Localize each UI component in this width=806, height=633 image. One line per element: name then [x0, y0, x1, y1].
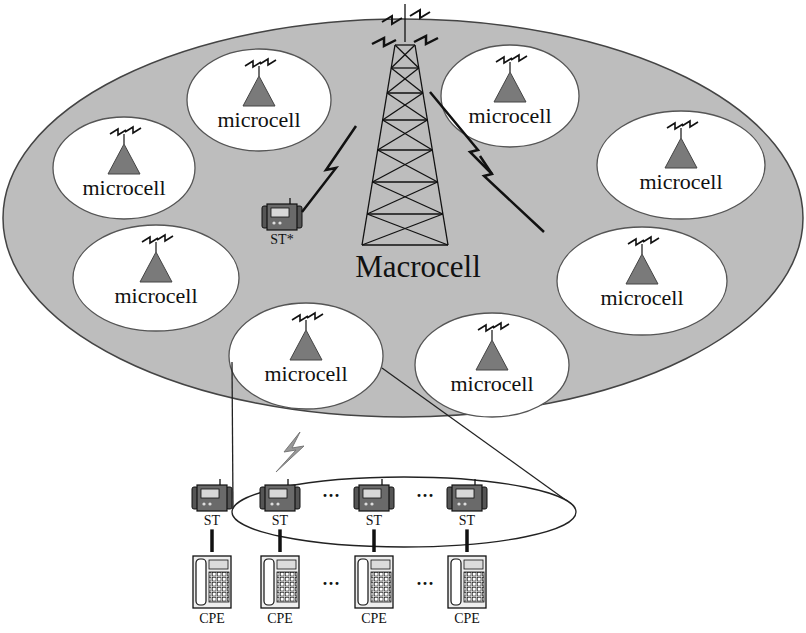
- device-label: CPE: [199, 611, 225, 626]
- cell-label: microcell: [468, 104, 551, 128]
- micro-outline: [414, 312, 570, 418]
- cell-label: microcell: [264, 362, 347, 386]
- microcell-ellipse: microcell: [556, 226, 728, 336]
- tower-mast: [404, 4, 405, 42]
- microcell-ellipse: microcell: [414, 312, 570, 418]
- ellipsis-mark: ···: [322, 486, 340, 507]
- microcell-ellipse: microcell: [228, 302, 384, 410]
- tower-strut: [378, 149, 433, 150]
- micro-outline: [228, 302, 384, 410]
- microcell-ellipse: microcell: [186, 48, 332, 152]
- tower-strut: [378, 150, 438, 182]
- cell-label: microcell: [114, 284, 197, 308]
- tower-strut: [387, 93, 427, 120]
- tower-strut: [372, 181, 437, 182]
- tower-strut: [391, 67, 419, 68]
- macro-tower: [362, 45, 448, 245]
- tower-strut: [387, 68, 419, 93]
- micro-outline: [556, 226, 728, 336]
- tower-strut: [372, 150, 432, 182]
- ellipsis-mark: ···: [416, 574, 434, 595]
- wire-connector: [465, 529, 469, 552]
- zoom-line: [232, 362, 233, 508]
- ellipsis-mark: ···: [416, 486, 434, 507]
- micro-outline: [186, 48, 332, 152]
- tower-strut: [383, 93, 423, 120]
- cell-label: microcell: [600, 286, 683, 310]
- device-label: ST: [459, 513, 475, 528]
- micro-outline: [596, 110, 766, 220]
- microcell-ellipse: microcell: [72, 224, 240, 332]
- cell-label: microcell: [639, 170, 722, 194]
- signal-mark: [414, 36, 438, 44]
- device-label: CPE: [361, 611, 387, 626]
- tower-strut: [395, 45, 419, 68]
- wire-connector: [372, 529, 376, 552]
- tower-strut: [367, 214, 448, 245]
- subscriber-terminal: ST: [190, 479, 234, 529]
- radio-link: [302, 126, 356, 212]
- tower-strut: [367, 213, 443, 214]
- device-label: CPE: [454, 611, 480, 626]
- tower-strut: [387, 92, 423, 93]
- region-label: Macrocell: [355, 250, 481, 284]
- micro-outline: [52, 116, 196, 220]
- customer-equipment: CPE: [442, 552, 492, 630]
- tower-strut: [372, 182, 442, 214]
- customer-equipment: CPE: [349, 552, 399, 630]
- device-label: ST: [272, 513, 288, 528]
- signal-mark: [372, 38, 396, 46]
- device-label: ST: [204, 513, 220, 528]
- tower-strut: [362, 214, 443, 245]
- subscriber-terminal: ST: [258, 479, 302, 529]
- radio-link: [480, 156, 544, 232]
- tower-strut: [383, 119, 428, 120]
- device-label: ST*: [270, 232, 293, 247]
- device-label: CPE: [267, 611, 293, 626]
- microcell-ellipse: microcell: [596, 110, 766, 220]
- cell-label: microcell: [450, 372, 533, 396]
- microcell-ellipse: microcell: [440, 44, 580, 148]
- tower-strut: [367, 182, 437, 214]
- ellipsis-mark: ···: [322, 574, 340, 595]
- tower-strut: [415, 45, 448, 245]
- tower-strut: [362, 244, 448, 245]
- micro-outline: [72, 224, 240, 332]
- wire-connector: [210, 529, 214, 552]
- tower-strut: [383, 120, 433, 150]
- tower-strut: [391, 45, 415, 68]
- customer-equipment: CPE: [187, 552, 237, 630]
- signal-mark: [410, 10, 430, 18]
- tower-strut: [378, 120, 428, 150]
- tower-strut: [362, 45, 395, 245]
- tower-strut: [395, 44, 415, 45]
- wire-connector: [278, 529, 282, 552]
- microcell-ellipse: microcell: [52, 116, 196, 220]
- signal-bolt: [276, 432, 304, 472]
- device-label: ST: [366, 513, 382, 528]
- micro-outline: [440, 44, 580, 148]
- tower-strut: [391, 68, 423, 93]
- signal-mark: [382, 16, 402, 24]
- subscriber-terminal: ST*: [260, 198, 304, 248]
- zoom-ellipse: [232, 477, 576, 547]
- cell-label: microcell: [82, 176, 165, 200]
- customer-equipment: CPE: [255, 552, 305, 630]
- subscriber-terminal: ST: [445, 479, 489, 529]
- subscriber-terminal: ST: [352, 479, 396, 529]
- cell-label: microcell: [217, 108, 300, 132]
